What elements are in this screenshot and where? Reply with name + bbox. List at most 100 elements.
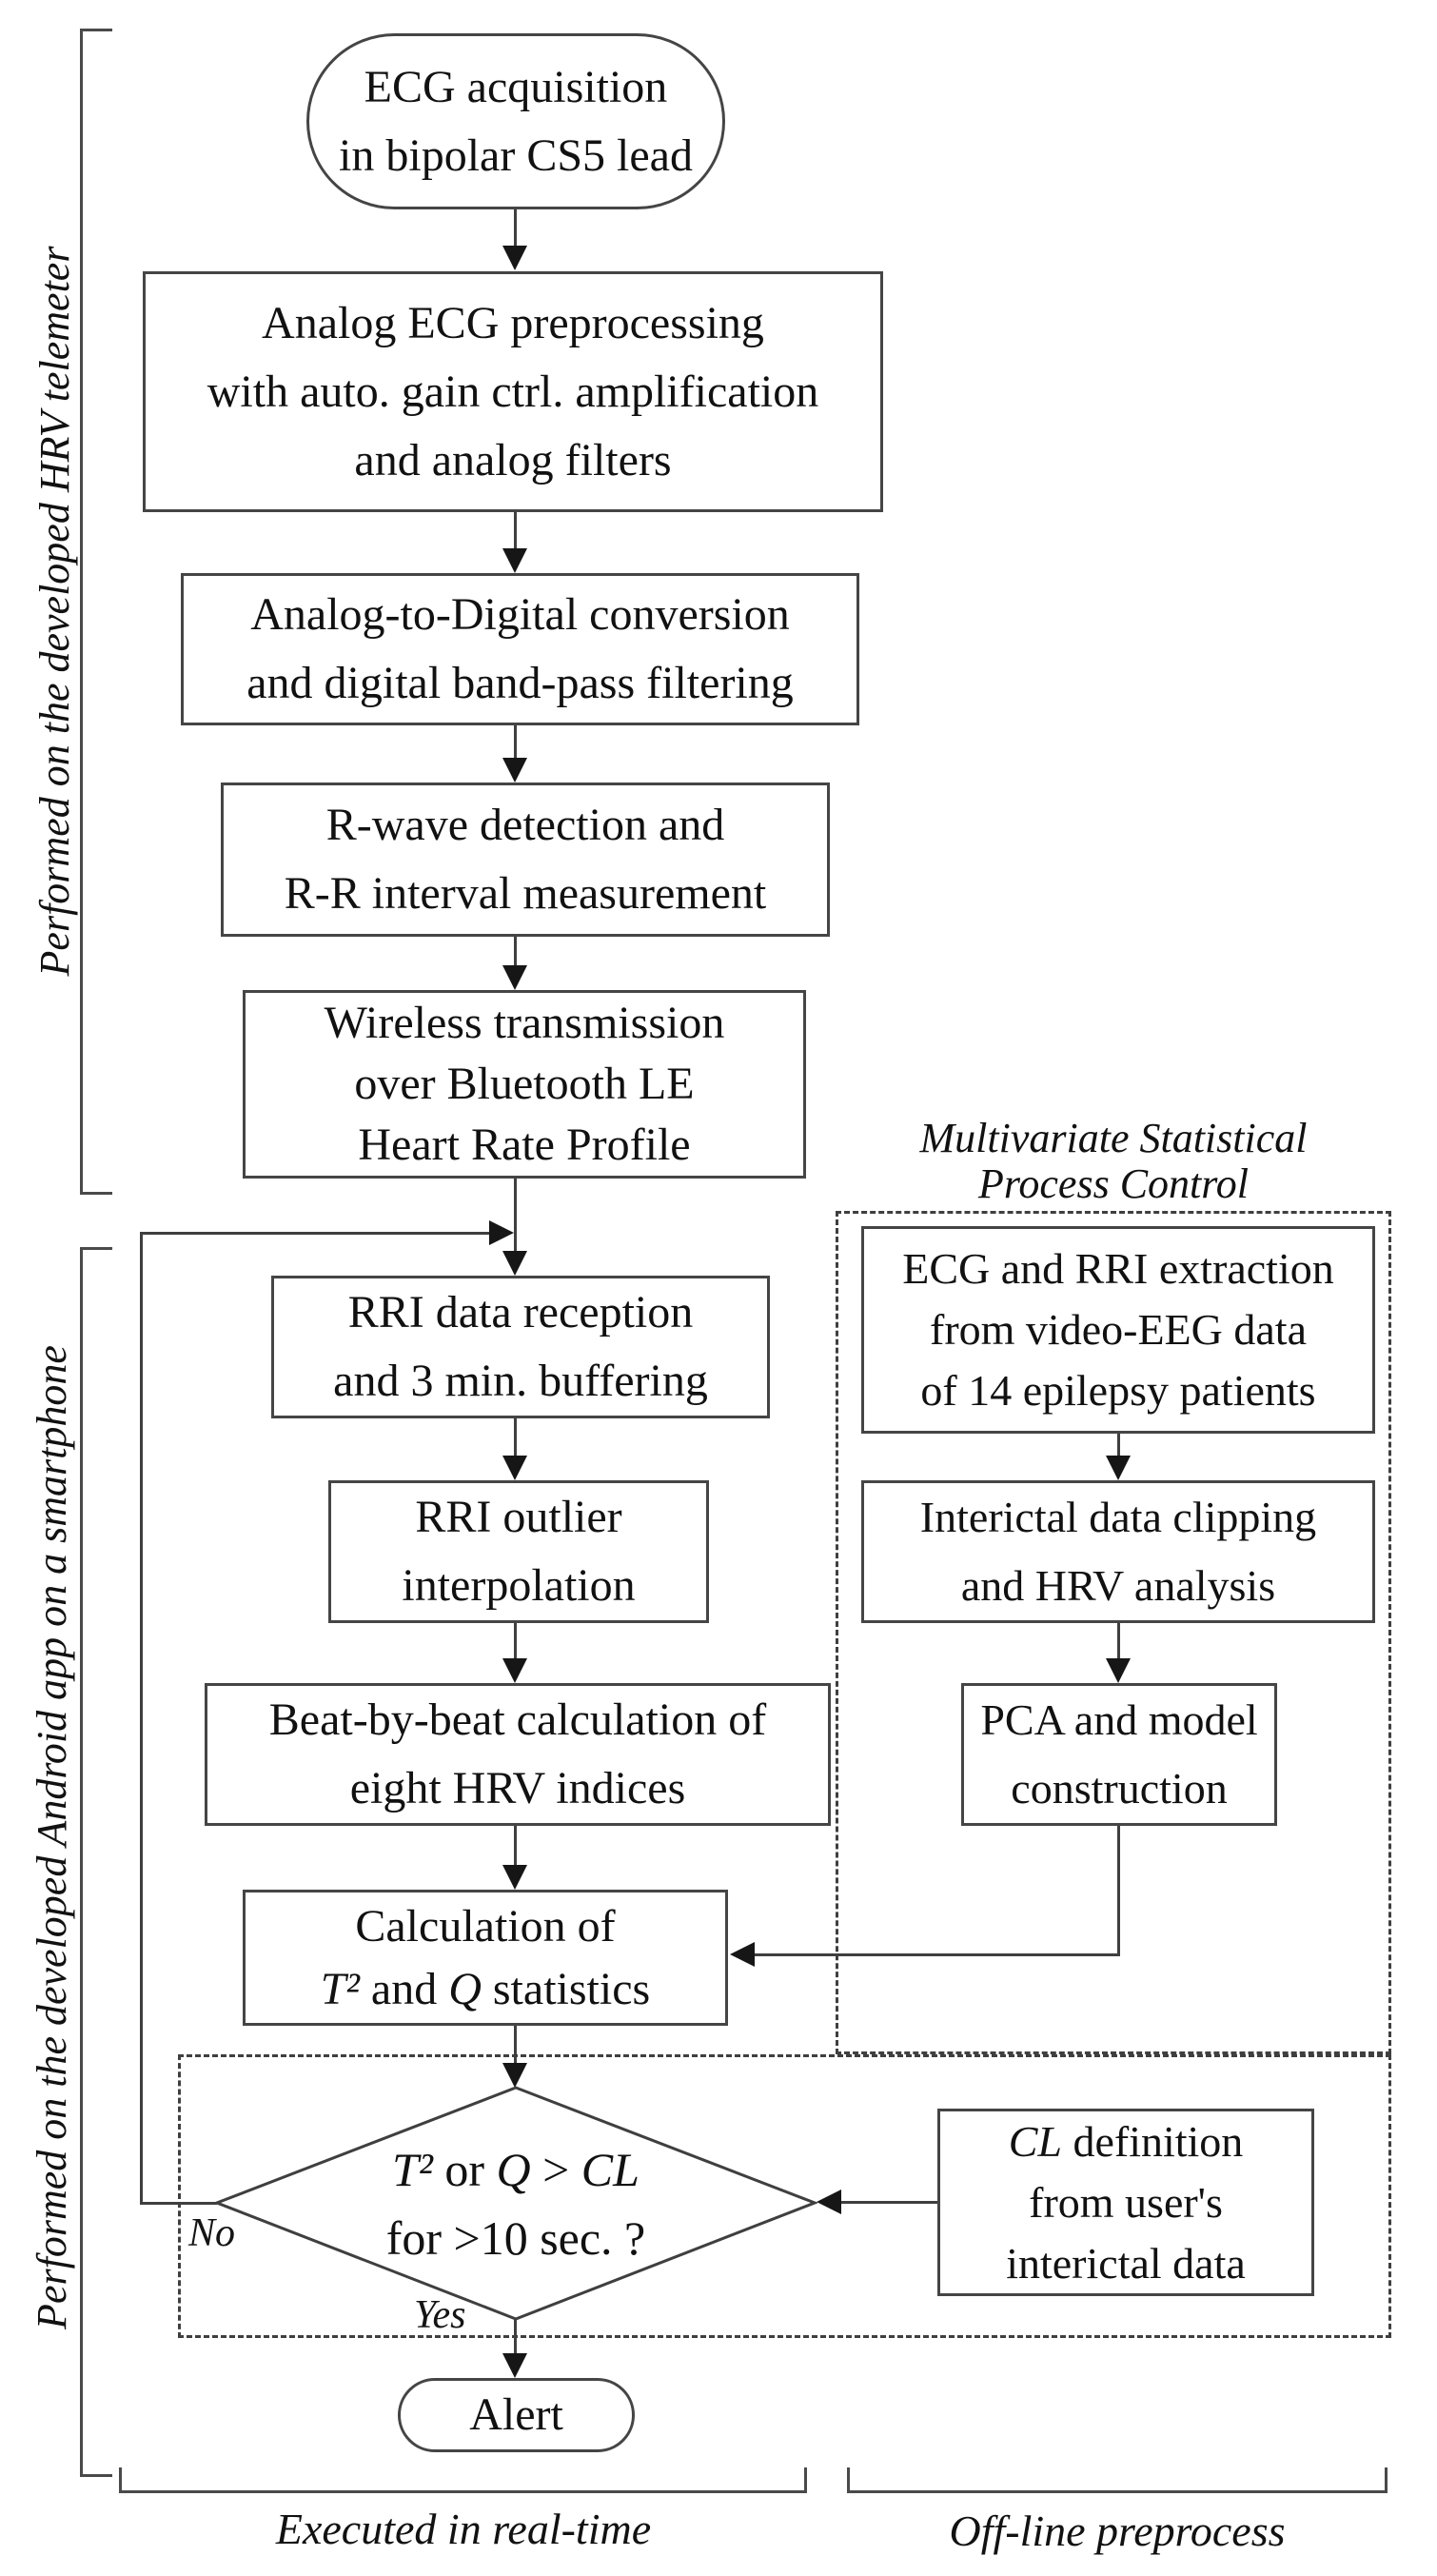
node-alert: Alert — [398, 2378, 635, 2452]
flow-line — [514, 725, 517, 758]
footer-label-offline: Off-line preprocess — [949, 2507, 1286, 2555]
flow-line — [514, 1623, 517, 1658]
node-text: Beat-by-beat calculation of — [268, 1694, 767, 1745]
mspc-title-line1: Multivariate Statistical — [919, 1115, 1308, 1161]
q-symbol: Q — [496, 2143, 531, 2196]
pca-to-calc-line-vertical — [1117, 1826, 1120, 1956]
decision-diamond — [214, 2086, 817, 2321]
flow-line — [514, 512, 517, 548]
feedback-line-bottom — [141, 2202, 217, 2205]
node-text: eight HRV indices — [349, 1763, 686, 1813]
t2-symbol: T² — [392, 2143, 433, 2196]
feedback-line-top — [141, 1232, 489, 1235]
arrowhead-down — [502, 1456, 527, 1480]
side-label-telemeter: Performed on the developed HRV telemeter — [31, 246, 78, 977]
label-no: No — [188, 2211, 236, 2255]
node-text: Analog-to-Digital conversion — [250, 589, 790, 640]
pca-to-calc-line-horizontal — [755, 1953, 1120, 1956]
node-text: and digital band-pass filtering — [246, 658, 794, 708]
flow-line-yes — [514, 2318, 517, 2353]
flow-line — [514, 209, 517, 246]
arrowhead-left — [817, 2190, 841, 2214]
node-text: Analog ECG preprocessing — [262, 297, 764, 348]
node-text: ECG and RRI extraction — [902, 1244, 1334, 1293]
node-text: ECG acquisition — [364, 61, 668, 112]
node-text: with auto. gain ctrl. amplification — [207, 366, 819, 417]
arrowhead-down — [502, 2063, 527, 2088]
node-text: definition — [1061, 2116, 1244, 2166]
side-label-smartphone: Performed on the developed Android app o… — [29, 1345, 75, 2329]
node-text: interpolation — [402, 1560, 636, 1611]
node-text: CL definition — [1009, 2111, 1244, 2172]
bracket-telemeter-bottom-tick — [80, 1192, 112, 1195]
arrowhead-down — [502, 246, 527, 270]
node-text: RRI outlier — [415, 1492, 622, 1542]
node-text: in bipolar CS5 lead — [339, 129, 693, 181]
node-text: over Bluetooth LE — [354, 1059, 695, 1109]
bracket-smartphone-bottom-tick — [80, 2474, 112, 2477]
feedback-line-left — [140, 1232, 143, 2205]
arrowhead-down — [502, 1251, 527, 1276]
node-rwave-detection: R-wave detection and R-R interval measur… — [221, 783, 830, 937]
flow-line — [514, 1418, 517, 1456]
node-text: construction — [1011, 1764, 1228, 1813]
node-text: RRI data reception — [347, 1287, 694, 1338]
cl-to-decision-line — [841, 2201, 937, 2204]
node-text: and — [359, 1963, 449, 2014]
bracket-telemeter-top-tick — [80, 29, 112, 31]
footer-label-realtime: Executed in real-time — [275, 2505, 652, 2553]
node-interictal-clipping: Interictal data clipping and HRV analysi… — [861, 1480, 1375, 1623]
node-statistics-calculation: Calculation of T² and Q statistics — [243, 1890, 728, 2026]
bracket-offline-right-tick — [1385, 2467, 1388, 2493]
node-wireless-transmission: Wireless transmission over Bluetooth LE … — [243, 990, 806, 1179]
node-text: from video-EEG data — [930, 1305, 1307, 1354]
node-text: R-R interval measurement — [284, 868, 767, 919]
flow-line — [514, 937, 517, 965]
bracket-realtime — [119, 2490, 807, 2493]
bracket-telemeter — [80, 29, 83, 1195]
node-text: T² and Q statistics — [321, 1958, 650, 2021]
decision-text-part: or — [432, 2143, 497, 2196]
label-yes: Yes — [414, 2293, 466, 2337]
arrowhead-down — [1106, 1658, 1131, 1683]
node-text: and 3 min. buffering — [333, 1356, 708, 1406]
node-text: PCA and model — [980, 1695, 1258, 1744]
bracket-realtime-left-tick — [119, 2467, 122, 2493]
node-cl-definition: CL definition from user's interictal dat… — [937, 2109, 1314, 2296]
node-ad-conversion: Analog-to-Digital conversion and digital… — [181, 573, 859, 725]
node-text: Wireless transmission — [324, 998, 725, 1048]
node-rri-outlier: RRI outlier interpolation — [328, 1480, 709, 1623]
node-text: Calculation of — [355, 1900, 616, 1952]
arrowhead-right — [489, 1220, 514, 1245]
bracket-realtime-right-tick — [804, 2467, 807, 2493]
node-text: Heart Rate Profile — [358, 1120, 691, 1170]
t2-symbol: T² — [320, 1963, 360, 2014]
decision-text: T² or Q > CL for >10 sec. ? — [217, 2135, 815, 2272]
arrowhead-down — [502, 758, 527, 783]
decision-dashed-region — [178, 2054, 1391, 2338]
decision-line1: T² or Q > CL — [217, 2135, 815, 2204]
cl-symbol: CL — [581, 2143, 640, 2196]
arrowhead-down — [502, 1658, 527, 1683]
bracket-offline-left-tick — [847, 2467, 850, 2493]
flow-line — [514, 1179, 517, 1251]
node-text: Interictal data clipping — [919, 1493, 1317, 1541]
arrowhead-down — [502, 2353, 527, 2378]
q-symbol: Q — [448, 1963, 482, 2014]
bracket-offline — [847, 2490, 1388, 2493]
bracket-smartphone — [80, 1247, 83, 2477]
cl-symbol: CL — [1008, 2116, 1062, 2166]
mspc-title: Multivariate Statistical Process Control — [847, 1116, 1380, 1207]
node-ecg-rri-extraction: ECG and RRI extraction from video-EEG da… — [861, 1226, 1375, 1434]
arrowhead-down — [502, 1865, 527, 1890]
node-text: statistics — [481, 1963, 651, 2014]
node-rri-reception: RRI data reception and 3 min. buffering — [271, 1276, 770, 1418]
node-text: of 14 epilepsy patients — [920, 1366, 1316, 1415]
node-text: interictal data — [1006, 2238, 1246, 2288]
arrowhead-down — [502, 548, 527, 573]
flow-line — [514, 2026, 517, 2063]
node-pca-model: PCA and model construction — [961, 1683, 1277, 1826]
node-text: from user's — [1029, 2177, 1223, 2227]
node-beat-calculation: Beat-by-beat calculation of eight HRV in… — [205, 1683, 831, 1826]
